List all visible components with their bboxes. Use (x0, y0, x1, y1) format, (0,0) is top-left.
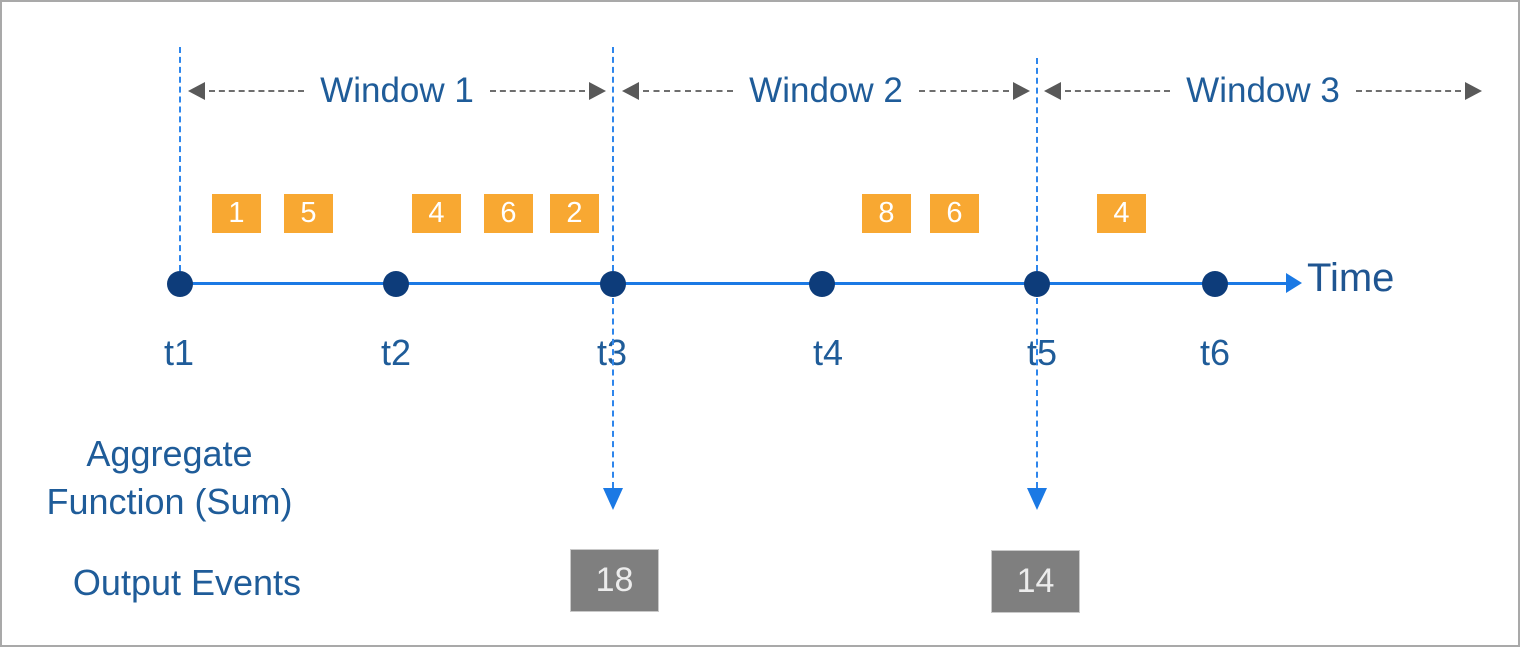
tick-label-t4: t4 (812, 332, 844, 373)
timeline-dot-t1 (167, 271, 193, 297)
time-axis-label: Time (1307, 256, 1395, 300)
window3-label: Window 3 (1186, 71, 1340, 110)
aggregate-function-label: Aggregate Function (Sum) (2, 430, 337, 526)
tick-label-t1: t1 (163, 332, 195, 373)
arrow-left-icon (622, 82, 639, 100)
event-box: 8 (862, 194, 911, 233)
timeline-axis (180, 282, 1286, 285)
dashed-connector (489, 90, 586, 92)
window1-span: Window 1 (188, 71, 607, 110)
timeline-dot-t2 (383, 271, 409, 297)
down-arrowhead-icon (603, 488, 623, 510)
event-box: 2 (550, 194, 599, 233)
window-boundary-line-t3 (612, 47, 614, 271)
arrow-left-icon (1044, 82, 1061, 100)
event-box: 4 (1097, 194, 1146, 233)
event-box: 6 (484, 194, 533, 233)
window-boundary-line-t1 (179, 47, 181, 271)
aggregate-function-label-line1: Aggregate (86, 433, 253, 474)
arrow-right-icon (1013, 82, 1031, 100)
dashed-connector (209, 90, 305, 92)
event-box: 4 (412, 194, 461, 233)
window1-label: Window 1 (320, 71, 474, 110)
tick-label-t5: t5 (1026, 332, 1058, 373)
window2-span: Window 2 (622, 71, 1031, 110)
window3-span: Window 3 (1044, 71, 1483, 110)
output-events-label: Output Events (72, 562, 302, 603)
arrow-left-icon (188, 82, 205, 100)
event-box: 5 (284, 194, 333, 233)
aggregate-output-arrow-t3 (612, 298, 614, 488)
event-box: 6 (930, 194, 979, 233)
dashed-connector (643, 90, 734, 92)
window2-label: Window 2 (749, 71, 903, 110)
event-box: 1 (212, 194, 261, 233)
timeline-dot-t5 (1024, 271, 1050, 297)
timeline-dot-t3 (600, 271, 626, 297)
dashed-connector (1355, 90, 1462, 92)
output-event-box: 18 (570, 549, 659, 612)
timeline-arrowhead-icon (1286, 273, 1302, 293)
arrow-right-icon (1465, 82, 1483, 100)
dashed-connector (1065, 90, 1171, 92)
tick-label-t2: t2 (380, 332, 412, 373)
dashed-connector (918, 90, 1010, 92)
aggregate-output-arrow-t5 (1036, 298, 1038, 488)
tick-label-t6: t6 (1199, 332, 1231, 373)
aggregate-function-label-line2: Function (Sum) (46, 481, 293, 522)
output-event-box: 14 (991, 550, 1080, 613)
timeline-dot-t4 (809, 271, 835, 297)
down-arrowhead-icon (1027, 488, 1047, 510)
timeline-dot-t6 (1202, 271, 1228, 297)
window-boundary-line-t5 (1036, 58, 1038, 271)
arrow-right-icon (589, 82, 607, 100)
